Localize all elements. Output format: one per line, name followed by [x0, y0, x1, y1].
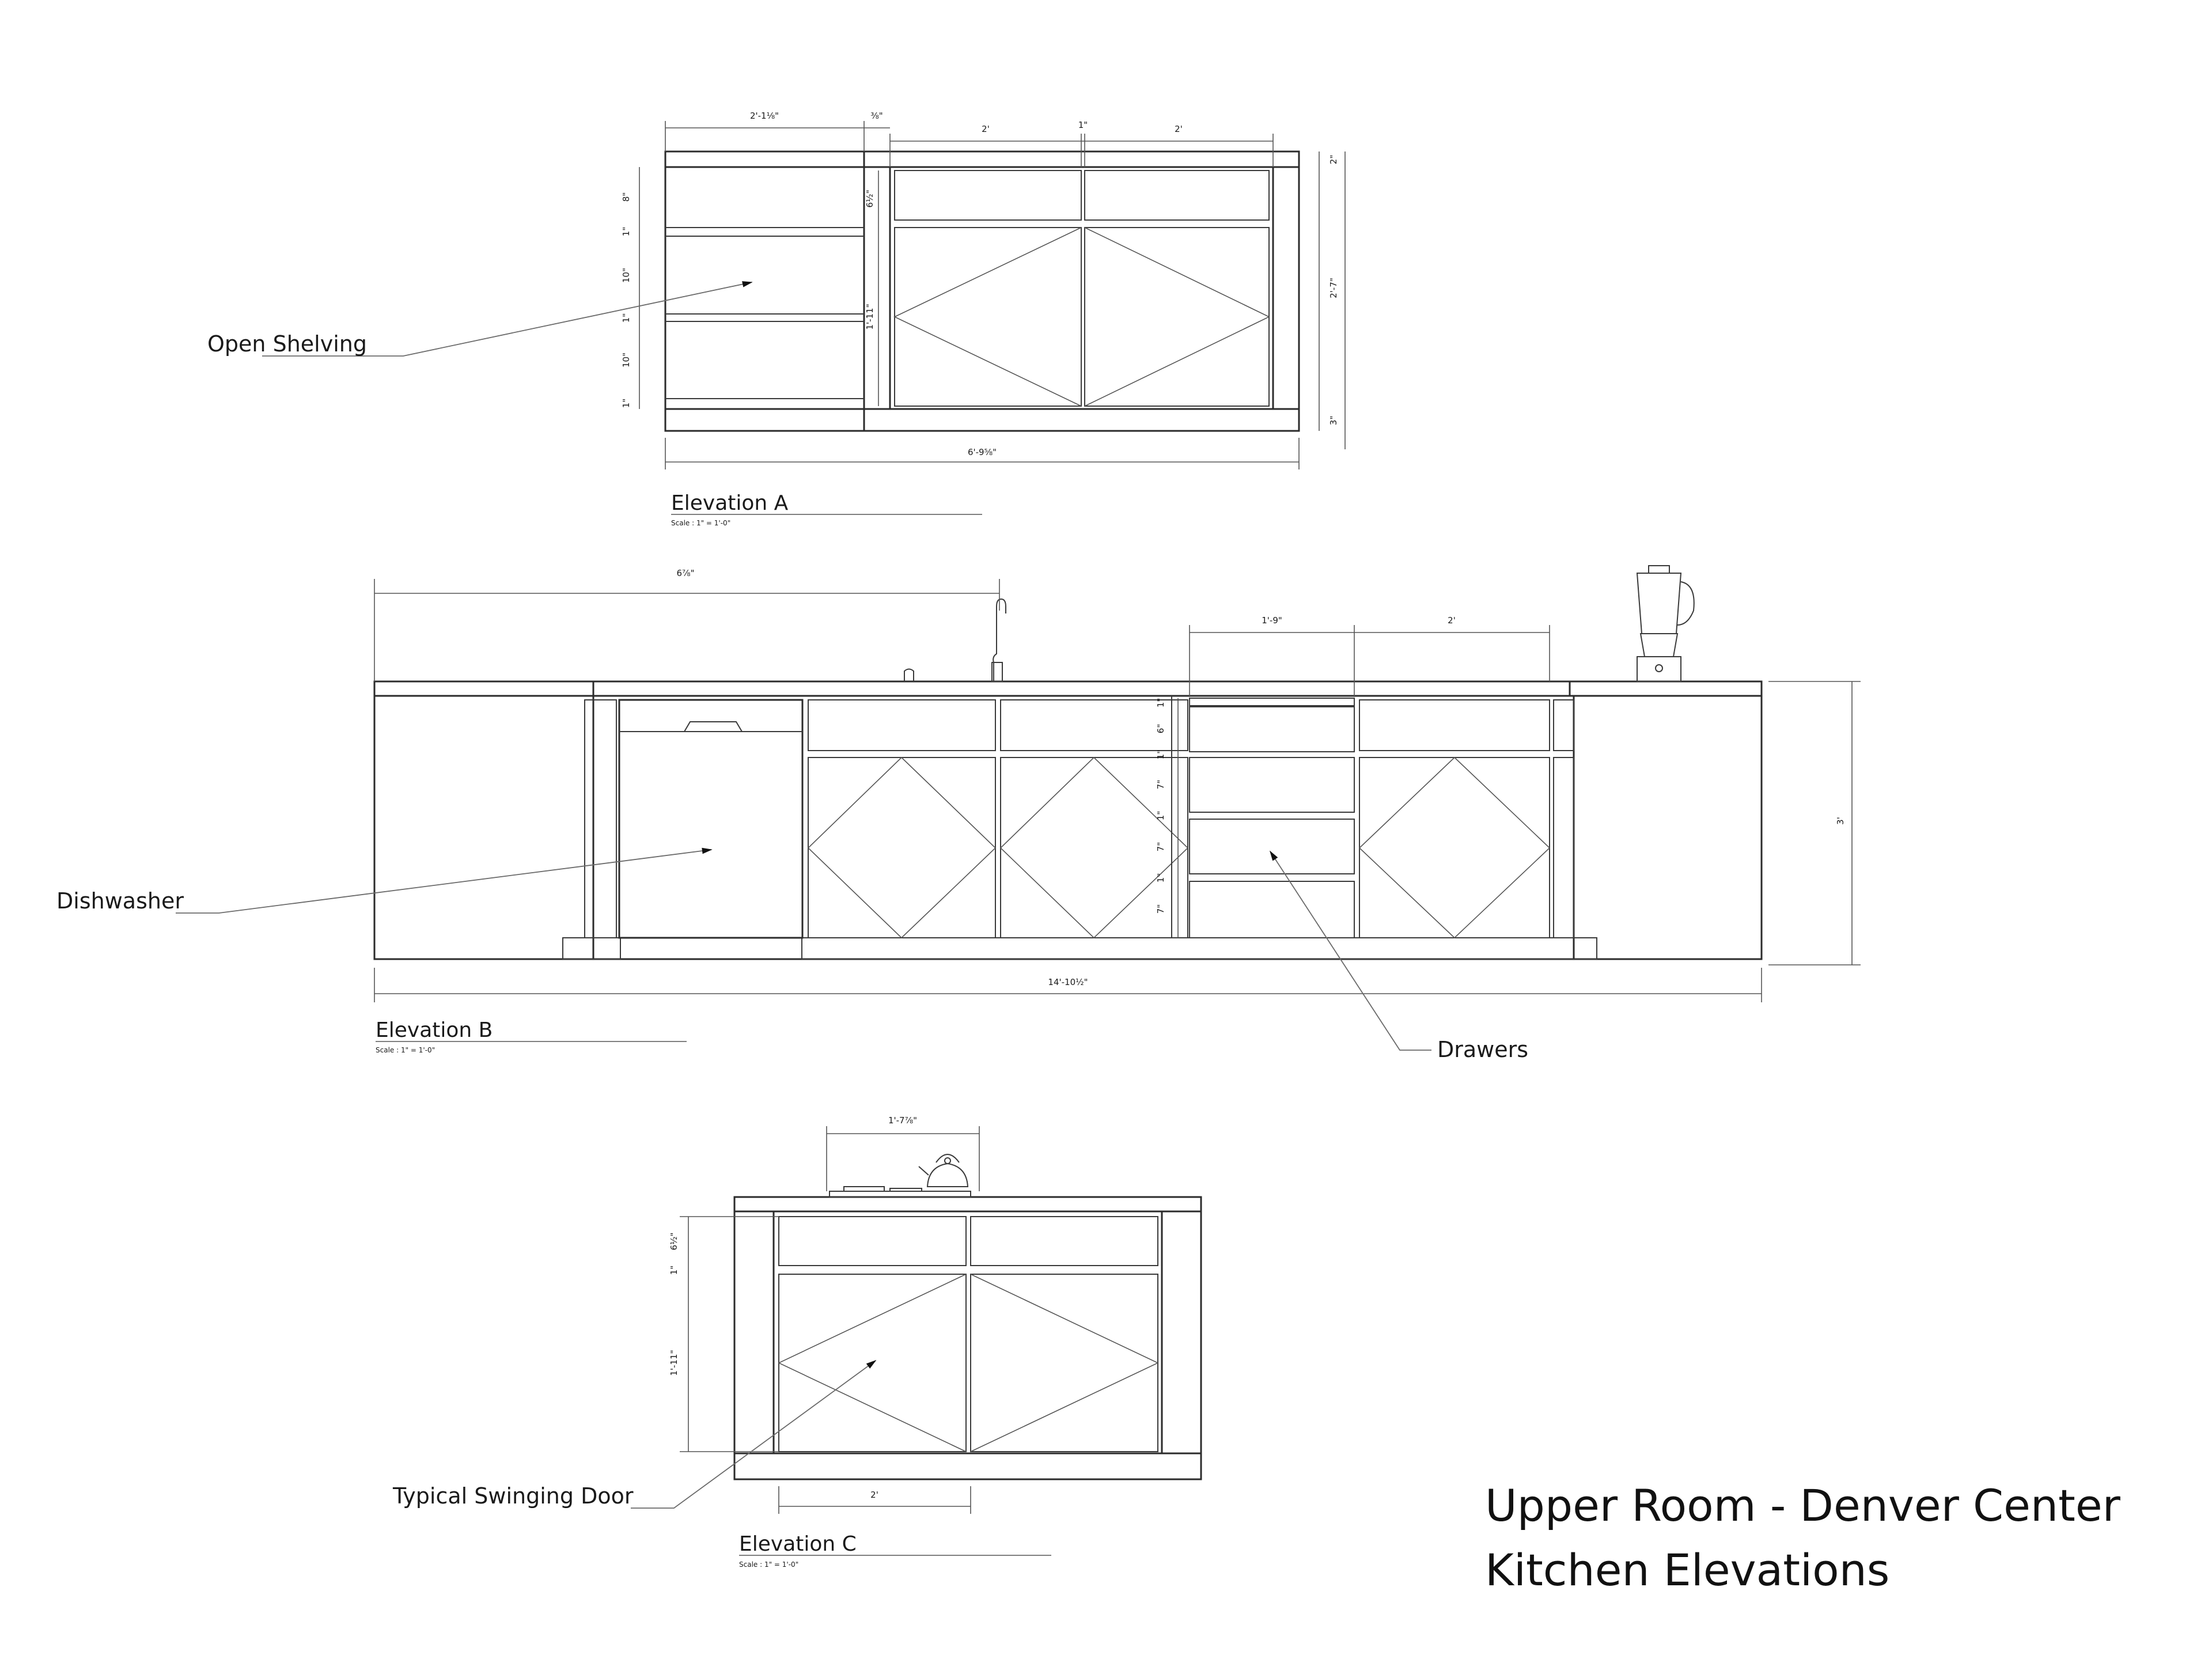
dim-a-shelf-h3: 10"	[621, 353, 631, 368]
dim-b-d5: 1"	[1156, 811, 1166, 820]
elevation-c-dimensions: 1'-7⅞" 6½" 1" 1'-11" 2'	[669, 1115, 980, 1514]
elevation-c-title: Elevation C	[739, 1532, 857, 1556]
elevation-c-cabinet	[733, 1196, 1202, 1480]
dim-a-shelf-width: 2'-1⅛"	[750, 111, 779, 121]
dim-a-door-w-left: 2'	[982, 124, 990, 134]
faucet-icon	[904, 598, 1006, 682]
sheet-subtitle: Kitchen Elevations	[1485, 1544, 1889, 1596]
label-dishwasher: Dishwasher	[56, 888, 184, 914]
dim-b-door-w: 2'	[1448, 615, 1456, 626]
dim-a-shelf-t1: 1"	[621, 227, 631, 236]
dim-b-d8: 7"	[1156, 904, 1166, 914]
dim-b-total-w: 14'-10½"	[1048, 977, 1088, 987]
elevation-a-cabinet	[664, 150, 1300, 432]
dim-a-base-h: 3"	[1328, 416, 1339, 425]
dim-a-door-h: 1'-11"	[865, 304, 875, 329]
elevation-c-scale: Scale : 1" = 1'-0"	[739, 1560, 798, 1569]
dim-b-d1: 1"	[1156, 698, 1166, 707]
blender-icon	[1636, 565, 1695, 682]
label-typical-swinging-door: Typical Swinging Door	[392, 1483, 634, 1509]
dim-a-top-h: 2"	[1328, 155, 1339, 164]
dim-b-total-h: 3'	[1835, 817, 1846, 825]
elevation-b-dimensions: 6⅞" 1'-9" 2' 1" 6" 1" 7" 1" 7" 1" 7" 3' …	[374, 568, 1861, 1002]
cooktop-icon	[829, 1186, 971, 1198]
kettle-icon	[918, 1154, 969, 1187]
sheet-title: Upper Room - Denver Center	[1485, 1480, 2121, 1531]
dim-b-d4: 7"	[1156, 780, 1166, 789]
dim-c-gap: 1"	[669, 1266, 679, 1275]
elevation-c: 1'-7⅞" 6½" 1" 1'-11" 2' Typical Swinging…	[392, 1115, 1202, 1569]
elevation-a-title: Elevation A	[671, 491, 789, 515]
label-open-shelving: Open Shelving	[207, 331, 367, 357]
dim-a-gap: ⅜"	[870, 111, 882, 121]
elevation-b-cabinet	[373, 680, 1763, 960]
dim-c-door-w: 2'	[870, 1490, 878, 1500]
dim-b-drawer-w: 1'-9"	[1262, 615, 1282, 626]
dim-c-drawer-h: 6½"	[669, 1233, 679, 1251]
elevation-a-scale: Scale : 1" = 1'-0"	[671, 519, 730, 527]
dim-a-shelf-h1: 8"	[621, 192, 631, 202]
dim-a-mid-gap: 1"	[1078, 120, 1088, 130]
dim-c-cooktop-w: 1'-7⅞"	[888, 1115, 917, 1126]
dim-b-d6: 7"	[1156, 842, 1166, 851]
dim-a-shelf-t2: 1"	[621, 313, 631, 323]
elevation-a: 2'-1⅛" ⅜" 2' 1" 2' 8" 1" 10" 1" 10" 1" 6…	[207, 111, 1346, 527]
dim-c-door-h: 1'-11"	[669, 1350, 679, 1376]
dim-a-drawer-h: 6½"	[865, 190, 875, 208]
label-drawers: Drawers	[1437, 1037, 1528, 1062]
elevation-b-title: Elevation B	[376, 1018, 493, 1042]
elevation-b: 6⅞" 1'-9" 2' 1" 6" 1" 7" 1" 7" 1" 7" 3' …	[56, 565, 1861, 1062]
elevation-b-scale: Scale : 1" = 1'-0"	[376, 1046, 435, 1054]
dim-b-to-faucet: 6⅞"	[677, 568, 695, 578]
dim-a-total-h: 2'-7"	[1328, 278, 1339, 298]
dim-a-door-w-right: 2'	[1175, 124, 1183, 134]
dim-a-shelf-h2: 10"	[621, 268, 631, 283]
dim-b-d2: 6"	[1156, 724, 1166, 733]
dim-b-d7: 1"	[1156, 873, 1166, 882]
dim-b-d3: 1"	[1156, 750, 1166, 759]
elevation-a-dimensions: 2'-1⅛" ⅜" 2' 1" 2' 8" 1" 10" 1" 10" 1" 6…	[621, 111, 1346, 469]
dim-a-total-w: 6'-9⅝"	[968, 447, 997, 457]
dim-a-shelf-t3: 1"	[621, 399, 631, 408]
